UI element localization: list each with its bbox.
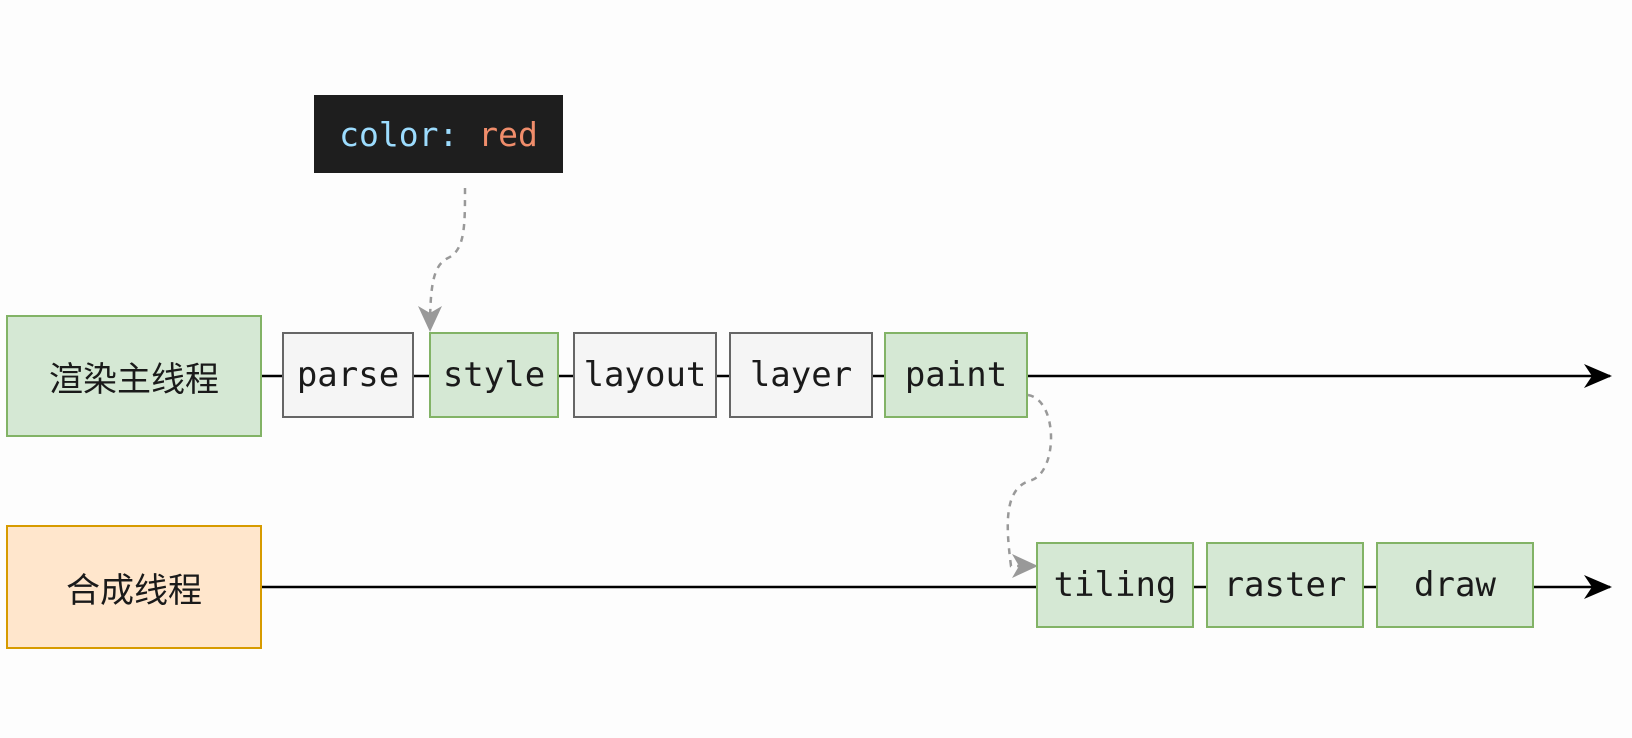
stage-parse: parse — [282, 332, 414, 418]
stage-raster: raster — [1206, 542, 1364, 628]
style-change-arrow — [418, 187, 467, 332]
code-value: red — [478, 114, 538, 154]
code-snippet: color: red — [314, 95, 563, 173]
stage-draw: draw — [1376, 542, 1534, 628]
main-thread-label: 渲染主线程 — [6, 315, 262, 437]
stage-layout: layout — [573, 332, 717, 418]
commit-to-compositor-arrow — [1006, 393, 1053, 578]
stage-style: style — [429, 332, 559, 418]
stage-tiling: tiling — [1036, 542, 1194, 628]
stage-paint: paint — [884, 332, 1028, 418]
compositor-thread-label: 合成线程 — [6, 525, 262, 649]
code-property: color: — [339, 114, 459, 154]
stage-layer: layer — [729, 332, 873, 418]
